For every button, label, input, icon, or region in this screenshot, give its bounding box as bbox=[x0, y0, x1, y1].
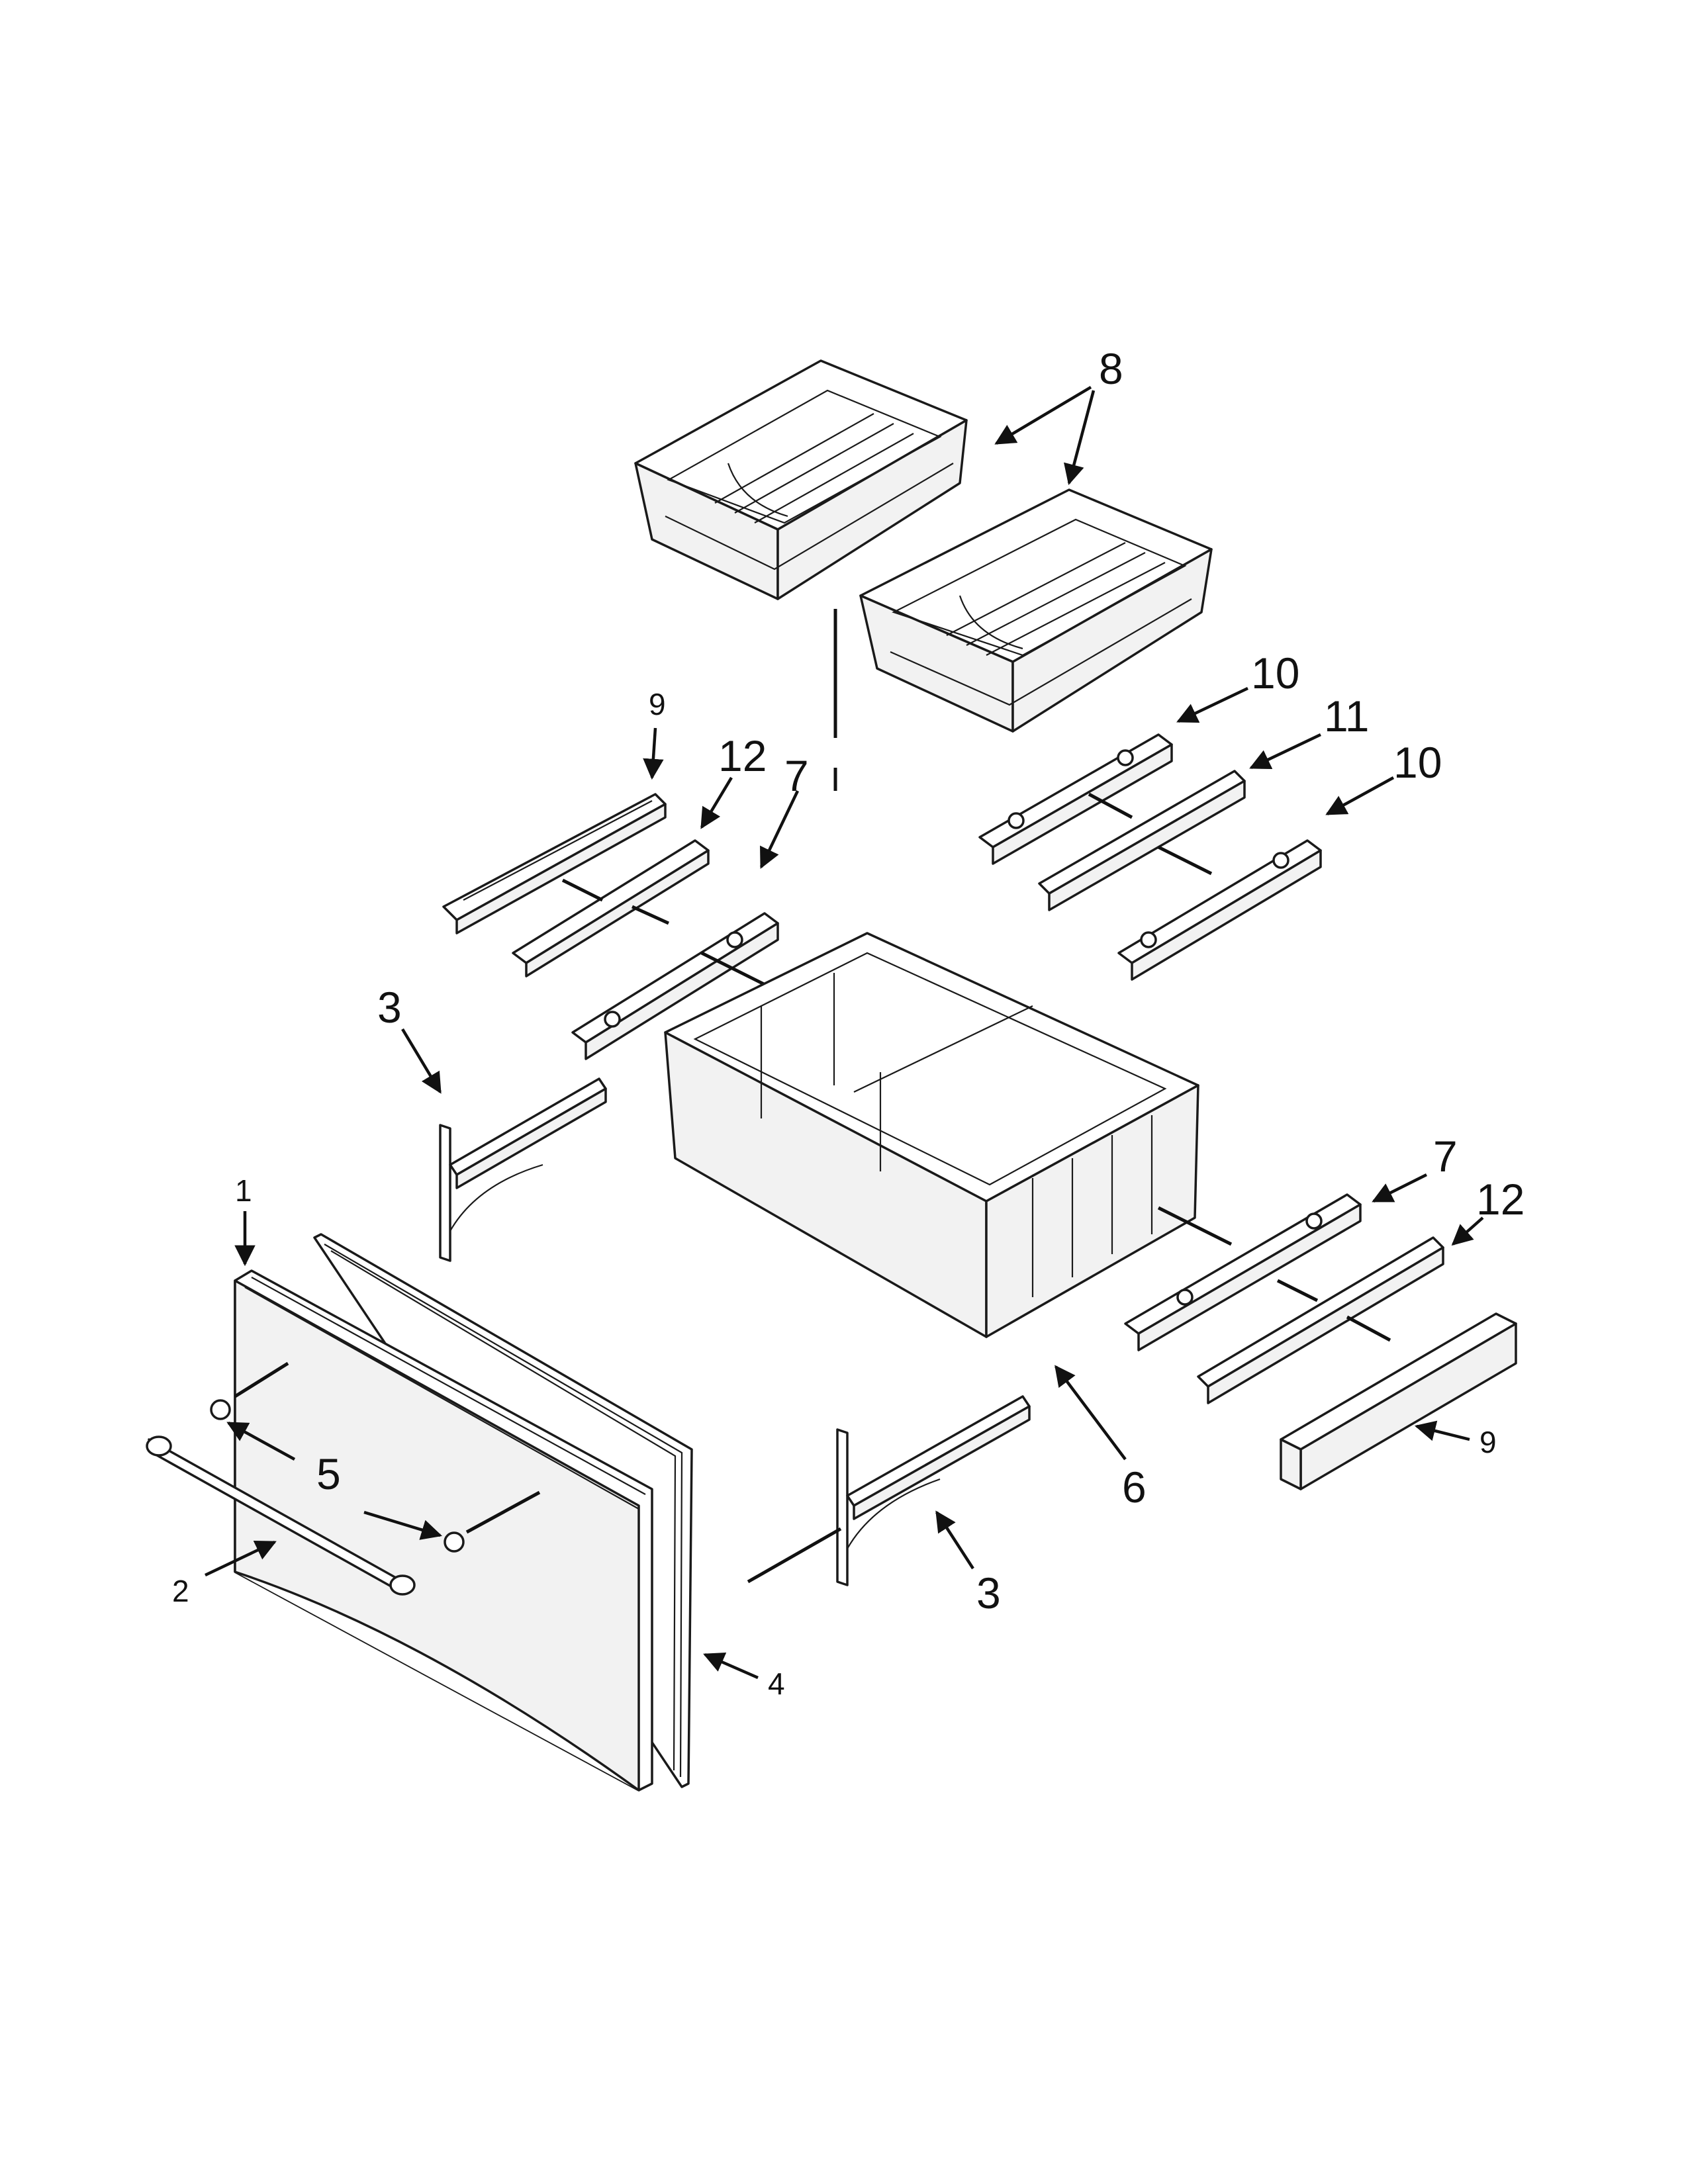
rail-cover-9-left bbox=[442, 793, 667, 934]
callout-4: 4 bbox=[768, 1666, 785, 1701]
leader-lines bbox=[205, 386, 1484, 1680]
callout-labels: 8 9 12 7 10 11 10 3 1 5 2 6 3 4 7 12 9 bbox=[172, 344, 1524, 1701]
callout-7-right: 7 bbox=[1433, 1132, 1458, 1181]
slide-rail-10-upper bbox=[978, 733, 1173, 865]
slide-rail-7-right bbox=[1124, 1193, 1362, 1351]
callout-3-right: 3 bbox=[976, 1569, 1001, 1617]
callout-6: 6 bbox=[1122, 1463, 1147, 1512]
rail-cover-9-right bbox=[1280, 1312, 1517, 1490]
callout-9-left: 9 bbox=[649, 687, 666, 721]
fastener-5-lower bbox=[444, 1531, 465, 1553]
callout-2: 2 bbox=[172, 1574, 189, 1608]
callout-12-right: 12 bbox=[1476, 1175, 1524, 1224]
slide-rail-12-left bbox=[512, 839, 710, 978]
bracket-3-left bbox=[439, 1077, 607, 1262]
upper-basket-right bbox=[859, 488, 1213, 733]
callout-12-left: 12 bbox=[718, 731, 767, 780]
slide-rail-11 bbox=[1038, 770, 1246, 911]
callout-3-left: 3 bbox=[377, 983, 402, 1032]
upper-basket-left bbox=[634, 359, 968, 600]
callout-5: 5 bbox=[316, 1449, 341, 1498]
callout-10-upper: 10 bbox=[1251, 649, 1299, 698]
slide-rail-10-lower bbox=[1117, 839, 1322, 981]
slide-rail-12-right bbox=[1197, 1236, 1444, 1404]
callout-9-right: 9 bbox=[1479, 1425, 1497, 1459]
callout-7-left: 7 bbox=[784, 751, 809, 800]
callout-11: 11 bbox=[1324, 692, 1370, 741]
handle-2 bbox=[146, 1435, 416, 1596]
callout-1: 1 bbox=[235, 1173, 252, 1208]
bracket-3-right bbox=[836, 1395, 1031, 1586]
freezer-bin-6 bbox=[664, 932, 1199, 1338]
fastener-5-upper bbox=[210, 1399, 231, 1420]
slide-rail-7-left bbox=[571, 912, 779, 1060]
callout-8: 8 bbox=[1099, 344, 1123, 393]
callout-10-lower: 10 bbox=[1393, 738, 1442, 787]
